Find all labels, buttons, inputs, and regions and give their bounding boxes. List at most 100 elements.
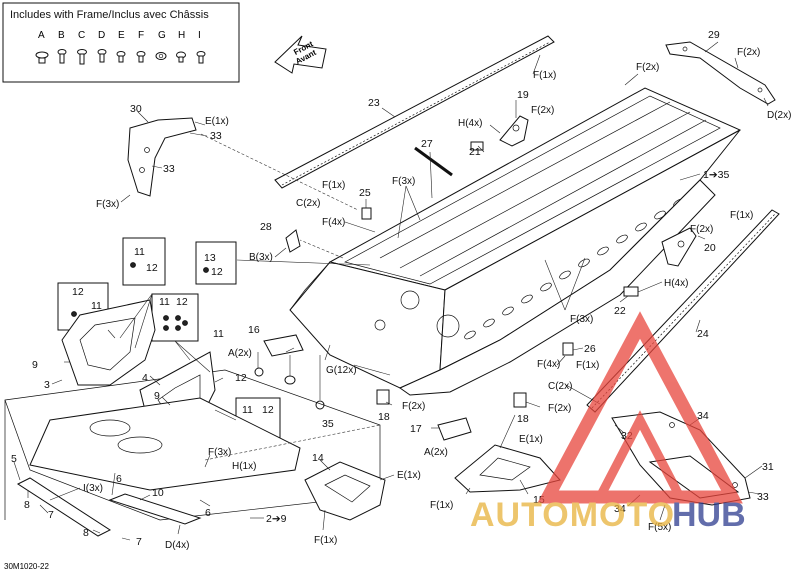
fastener-icons: [35, 49, 206, 65]
callout-17: 17: [410, 423, 422, 435]
part-22-clip: [623, 286, 639, 297]
legend-letter-c: C: [78, 30, 85, 41]
callout-f2x-top: F(2x): [636, 62, 659, 73]
fastener-h-icon: [176, 51, 186, 63]
rail-23: [274, 35, 555, 189]
fastener-c-icon: [77, 49, 87, 65]
callout-i3x: I(3x): [83, 483, 103, 494]
callout-19-h: H(4x): [458, 118, 482, 129]
callout-31: 31: [762, 461, 774, 473]
callout-26: 26: [584, 343, 596, 355]
legend-letter-b: B: [58, 30, 65, 41]
callout-24-f: F(1x): [730, 210, 753, 221]
tunnel-cutout: [654, 210, 666, 220]
callout-34b: 34: [614, 503, 626, 515]
callout-25: 25: [359, 187, 371, 199]
part-20-bracket: [661, 227, 697, 267]
callout-33c: 33: [757, 491, 769, 503]
callout-8b: 8: [83, 527, 89, 539]
callout-7a: 7: [48, 509, 54, 521]
part-25-clip: [361, 207, 372, 220]
part-30-bracket: [127, 117, 197, 197]
callout-f4x-mid: F(4x): [537, 359, 560, 370]
callout-20-h: H(4x): [664, 278, 688, 289]
watermark-text: AUTOMOTO: [470, 496, 675, 534]
callout-33b: 33: [163, 163, 175, 175]
callout-11c: 11: [159, 296, 170, 308]
tunnel-cutout: [521, 294, 533, 304]
legend-letter-d: D: [98, 30, 105, 41]
callout-12e: 12: [235, 372, 247, 384]
callout-34a: 34: [697, 410, 709, 422]
callout-9b: 9: [154, 390, 160, 402]
part-15-plate: [454, 444, 561, 493]
fastener-b-icon: [57, 49, 67, 64]
callout-12b: 12: [146, 262, 158, 274]
callout-15: 15: [533, 494, 545, 506]
part-21-clip: [470, 141, 484, 151]
hardware-legend: Includes with Frame/Inclus avec Châssis …: [2, 2, 240, 83]
detail-box-11-12b: [151, 293, 199, 342]
tunnel-frame: [289, 87, 742, 396]
callout-e1x-low: E(1x): [397, 470, 421, 481]
callout-29-f: F(2x): [737, 47, 760, 58]
callout-f3x-top: F(3x): [392, 176, 415, 187]
fastener-a-icon: [35, 51, 49, 64]
callout-16-a: A(2x): [228, 348, 252, 359]
callout-20-f: F(2x): [690, 224, 713, 235]
callout-3: 3: [44, 379, 50, 391]
legend-title: Includes with Frame/Inclus avec Châssis: [10, 9, 209, 21]
callout-35: 35: [322, 418, 334, 430]
callout-c2x: C(2x): [296, 198, 320, 209]
legend-letter-a: A: [38, 30, 45, 41]
callout-9a: 9: [32, 359, 38, 371]
callout-30-f: F(3x): [96, 199, 119, 210]
callout-29-d: D(2x): [767, 110, 791, 121]
callout-24: 24: [697, 328, 709, 340]
callout-f1x-rail: F(1x): [322, 180, 345, 191]
callout-12d: 12: [176, 296, 188, 308]
part-18-plates: [376, 389, 527, 408]
callout-18b-f: F(2x): [548, 403, 571, 414]
callout-d4x: D(4x): [165, 540, 189, 551]
callout-7b: 7: [136, 536, 142, 548]
callout-14: 14: [312, 452, 324, 464]
callout-10: 10: [152, 487, 164, 499]
callout-4: 4: [142, 372, 148, 384]
front-direction-arrow: Front Avant: [274, 35, 327, 74]
callout-b3x: B(3x): [249, 252, 273, 263]
callout-23: 23: [368, 97, 380, 109]
part-17-block: [437, 417, 472, 441]
callout-f1x-mid: F(1x): [576, 360, 599, 371]
tunnel-cutout: [464, 330, 476, 340]
callout-6a: 6: [116, 473, 122, 485]
leader-lines: [13, 41, 769, 541]
part-19-bracket: [499, 115, 529, 147]
part-16-block: [263, 334, 304, 357]
callout-12c: 12: [72, 286, 84, 298]
callout-f5x: F(5x): [648, 522, 671, 533]
watermark: AUTOMOTO HUB: [470, 311, 746, 534]
callout-c2x-mid: C(2x): [548, 381, 572, 392]
callout-30: 30: [130, 103, 142, 115]
fastener-i-icon: [196, 51, 206, 64]
callout-11b: 11: [91, 300, 102, 312]
callout-8a: 8: [24, 499, 30, 511]
front-subframe: [4, 299, 381, 537]
callout-2-9: 2➔9: [266, 513, 287, 525]
callout-f1x-15: F(1x): [430, 500, 453, 511]
callout-f4x: F(4x): [322, 217, 345, 228]
tunnel-cutout: [578, 258, 590, 268]
callout-30-e: E(1x): [205, 116, 229, 127]
callout-18a-f: F(2x): [402, 401, 425, 412]
fastener-e-icon: [116, 51, 126, 63]
callout-27: 27: [421, 138, 433, 150]
callout-33a: 33: [210, 130, 222, 142]
detail-box-13: [195, 241, 237, 285]
callout-20: 20: [704, 242, 716, 254]
part-14-plate: [304, 461, 386, 521]
callout-labels: 29 F(2x) D(2x) 23 F(1x) 19 F(2x) H(4x) 3…: [11, 29, 791, 551]
tunnel-cutout: [635, 222, 647, 232]
